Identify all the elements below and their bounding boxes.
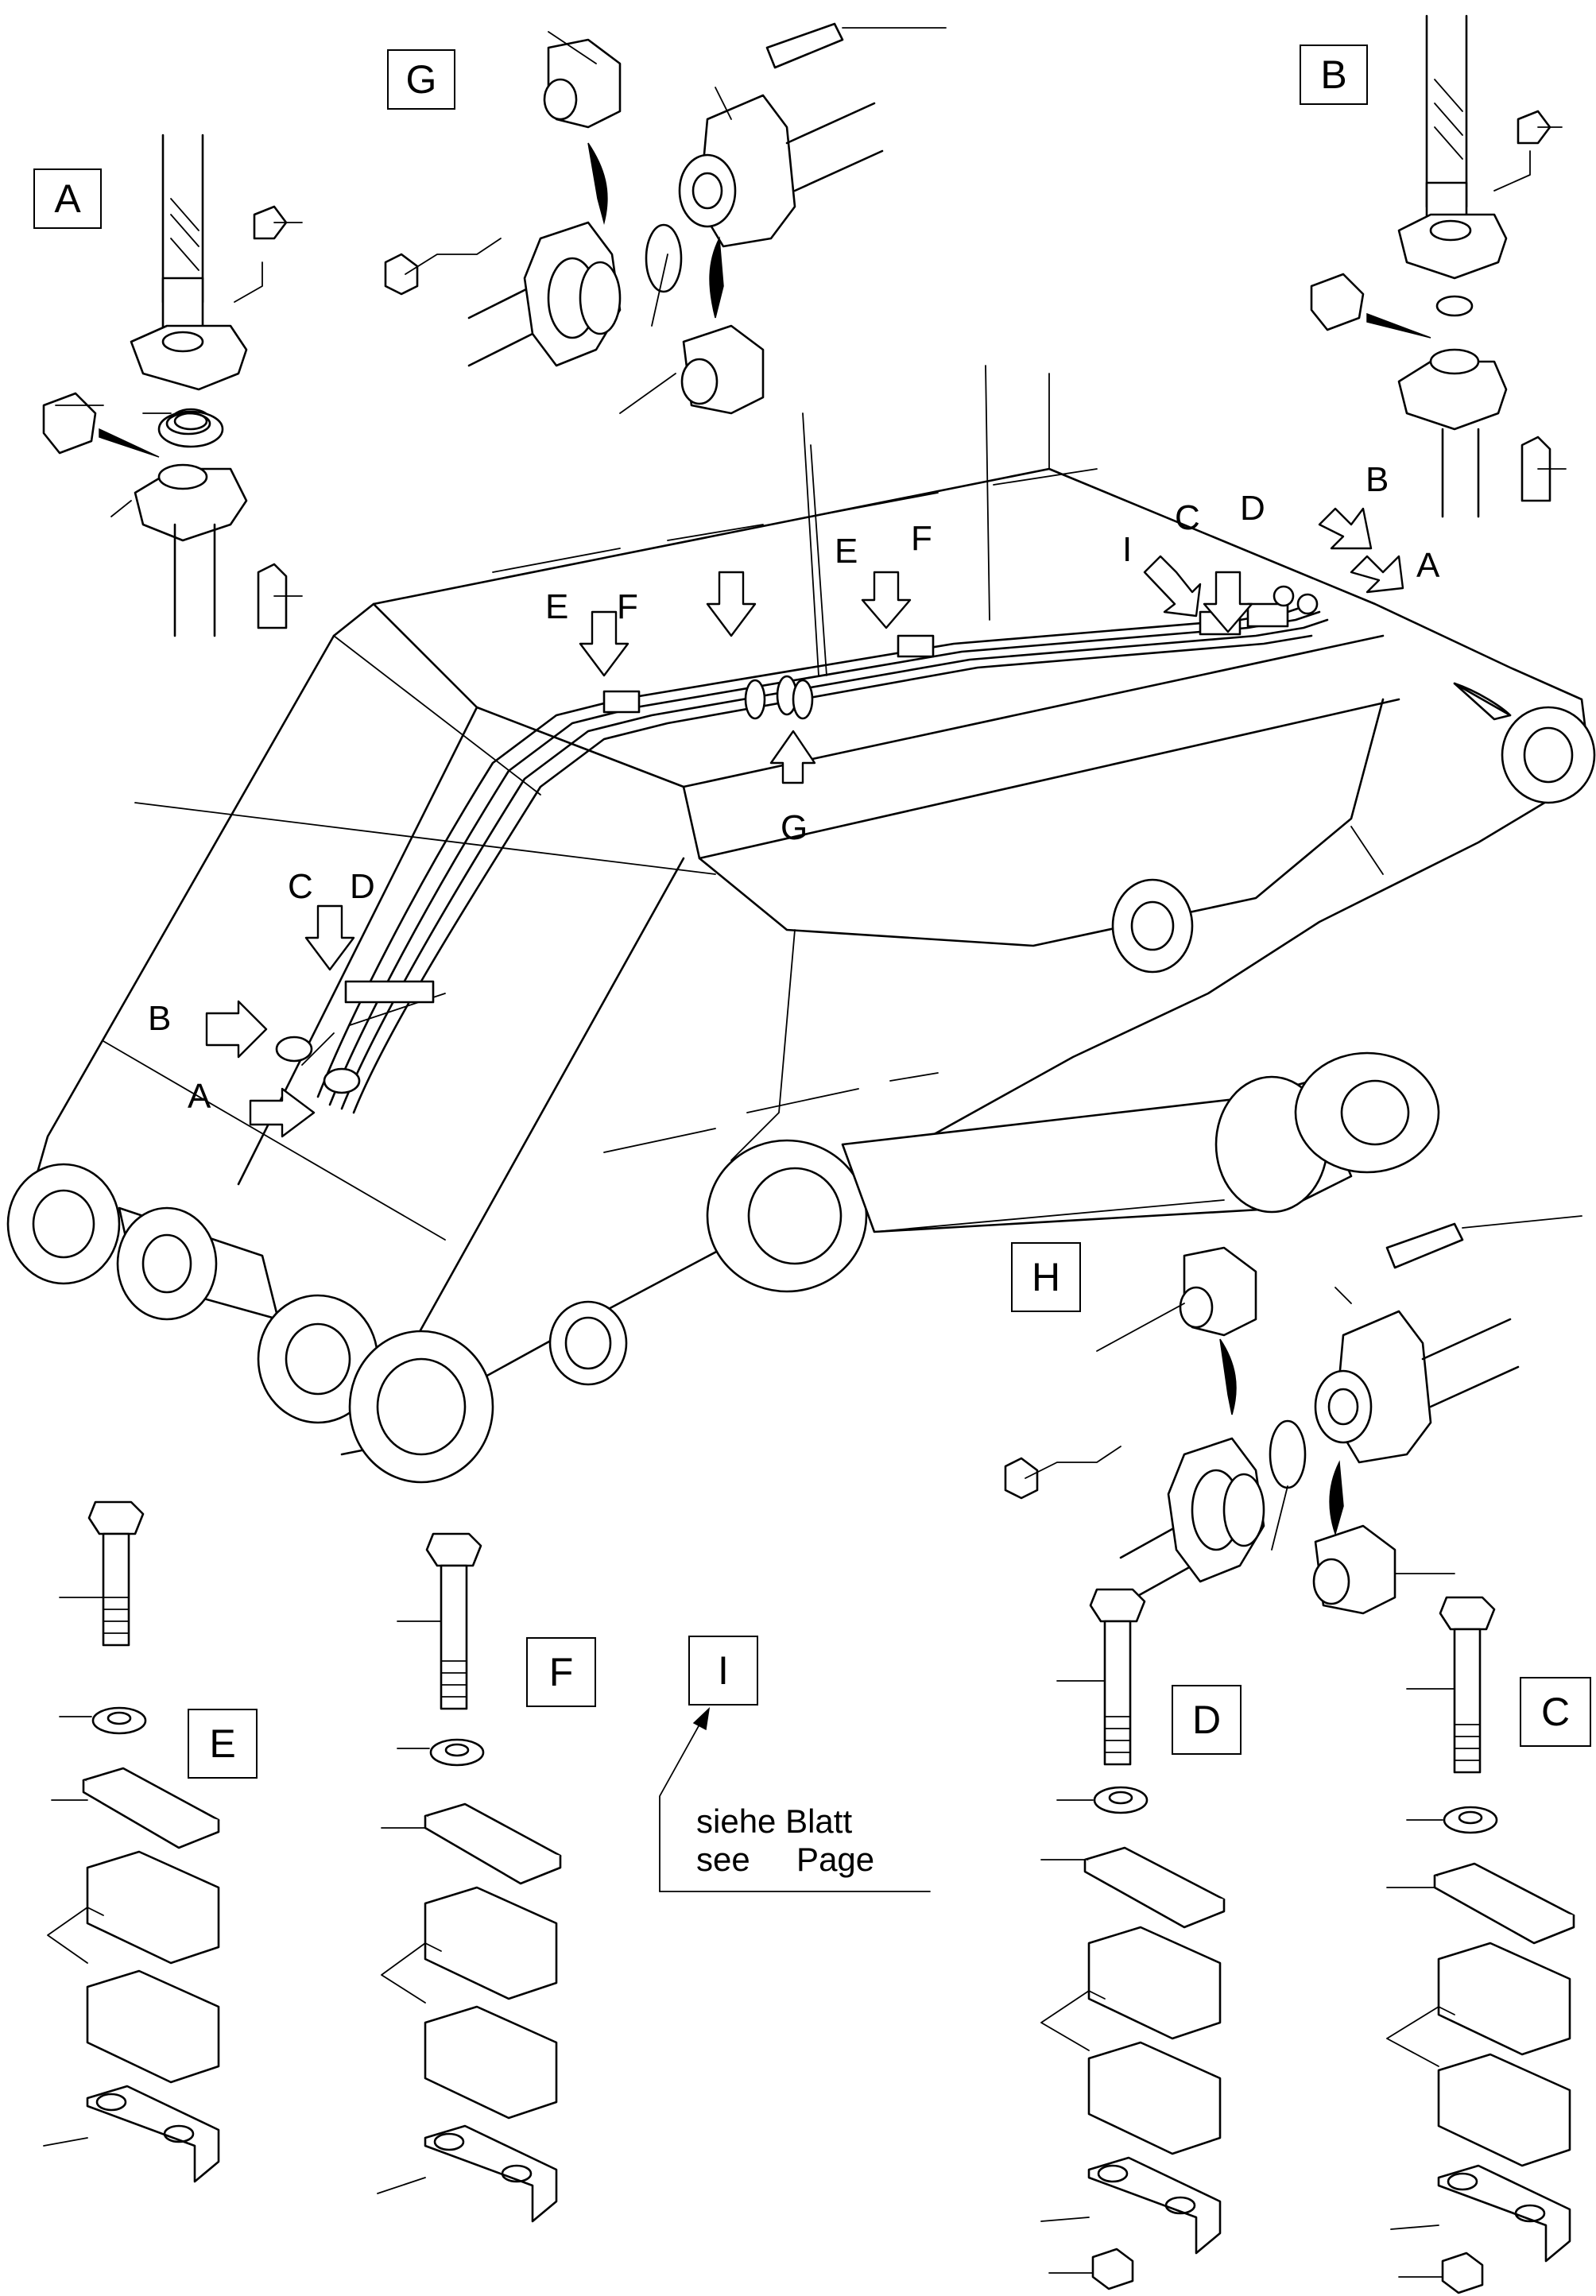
- detail-g-coupling: [384, 22, 947, 415]
- detail-box-d: D: [1172, 1685, 1242, 1755]
- detail-box-i: I: [688, 1636, 758, 1706]
- arrow-label-a-right: A: [1416, 546, 1440, 585]
- detail-a-flange: [42, 134, 303, 637]
- boom-body: [6, 467, 1596, 1484]
- detail-box-e: E: [188, 1709, 258, 1779]
- detail-box-c: C: [1520, 1677, 1591, 1747]
- arrow-label-i: I: [1122, 530, 1133, 569]
- arrow-label-c-left: C: [288, 867, 313, 906]
- reference-note-line-2: see Page: [696, 1841, 875, 1879]
- arrow-label-f-left: F: [617, 587, 638, 626]
- see-page-reference-note: siehe Blatt see Page: [696, 1802, 874, 1880]
- detail-box-g: G: [387, 49, 455, 110]
- clamp-stack-f: [377, 1532, 562, 2223]
- detail-i-leader: [659, 1706, 931, 1892]
- arrow-label-a-left: A: [188, 1077, 211, 1116]
- arrow-label-g: G: [781, 808, 808, 847]
- arrow-label-c-right: C: [1175, 498, 1200, 537]
- pointer-arrows: [205, 507, 1404, 1138]
- arrow-label-e-left: E: [545, 587, 569, 626]
- arrow-label-b-right: B: [1366, 460, 1389, 499]
- arrow-label-f-right: F: [911, 519, 932, 558]
- clamp-stack-d: [1040, 1588, 1226, 2290]
- leader-lines: [802, 365, 1050, 676]
- clamp-stack-c: [1386, 1596, 1575, 2294]
- arrow-label-e-right: E: [835, 532, 858, 571]
- clamp-stack-e: [43, 1500, 220, 2183]
- detail-box-b: B: [1300, 45, 1368, 105]
- reference-note-line-1: siehe Blatt: [696, 1802, 853, 1840]
- arrow-label-b-left: B: [148, 999, 172, 1038]
- detail-box-a: A: [33, 168, 102, 229]
- arrow-label-d-right: D: [1240, 489, 1265, 528]
- detail-box-h: H: [1011, 1242, 1081, 1312]
- detail-b-flange: [1310, 14, 1567, 518]
- detail-box-f: F: [526, 1637, 596, 1707]
- detail-h-coupling: [1004, 1215, 1582, 1615]
- arrow-label-d-left: D: [350, 867, 375, 906]
